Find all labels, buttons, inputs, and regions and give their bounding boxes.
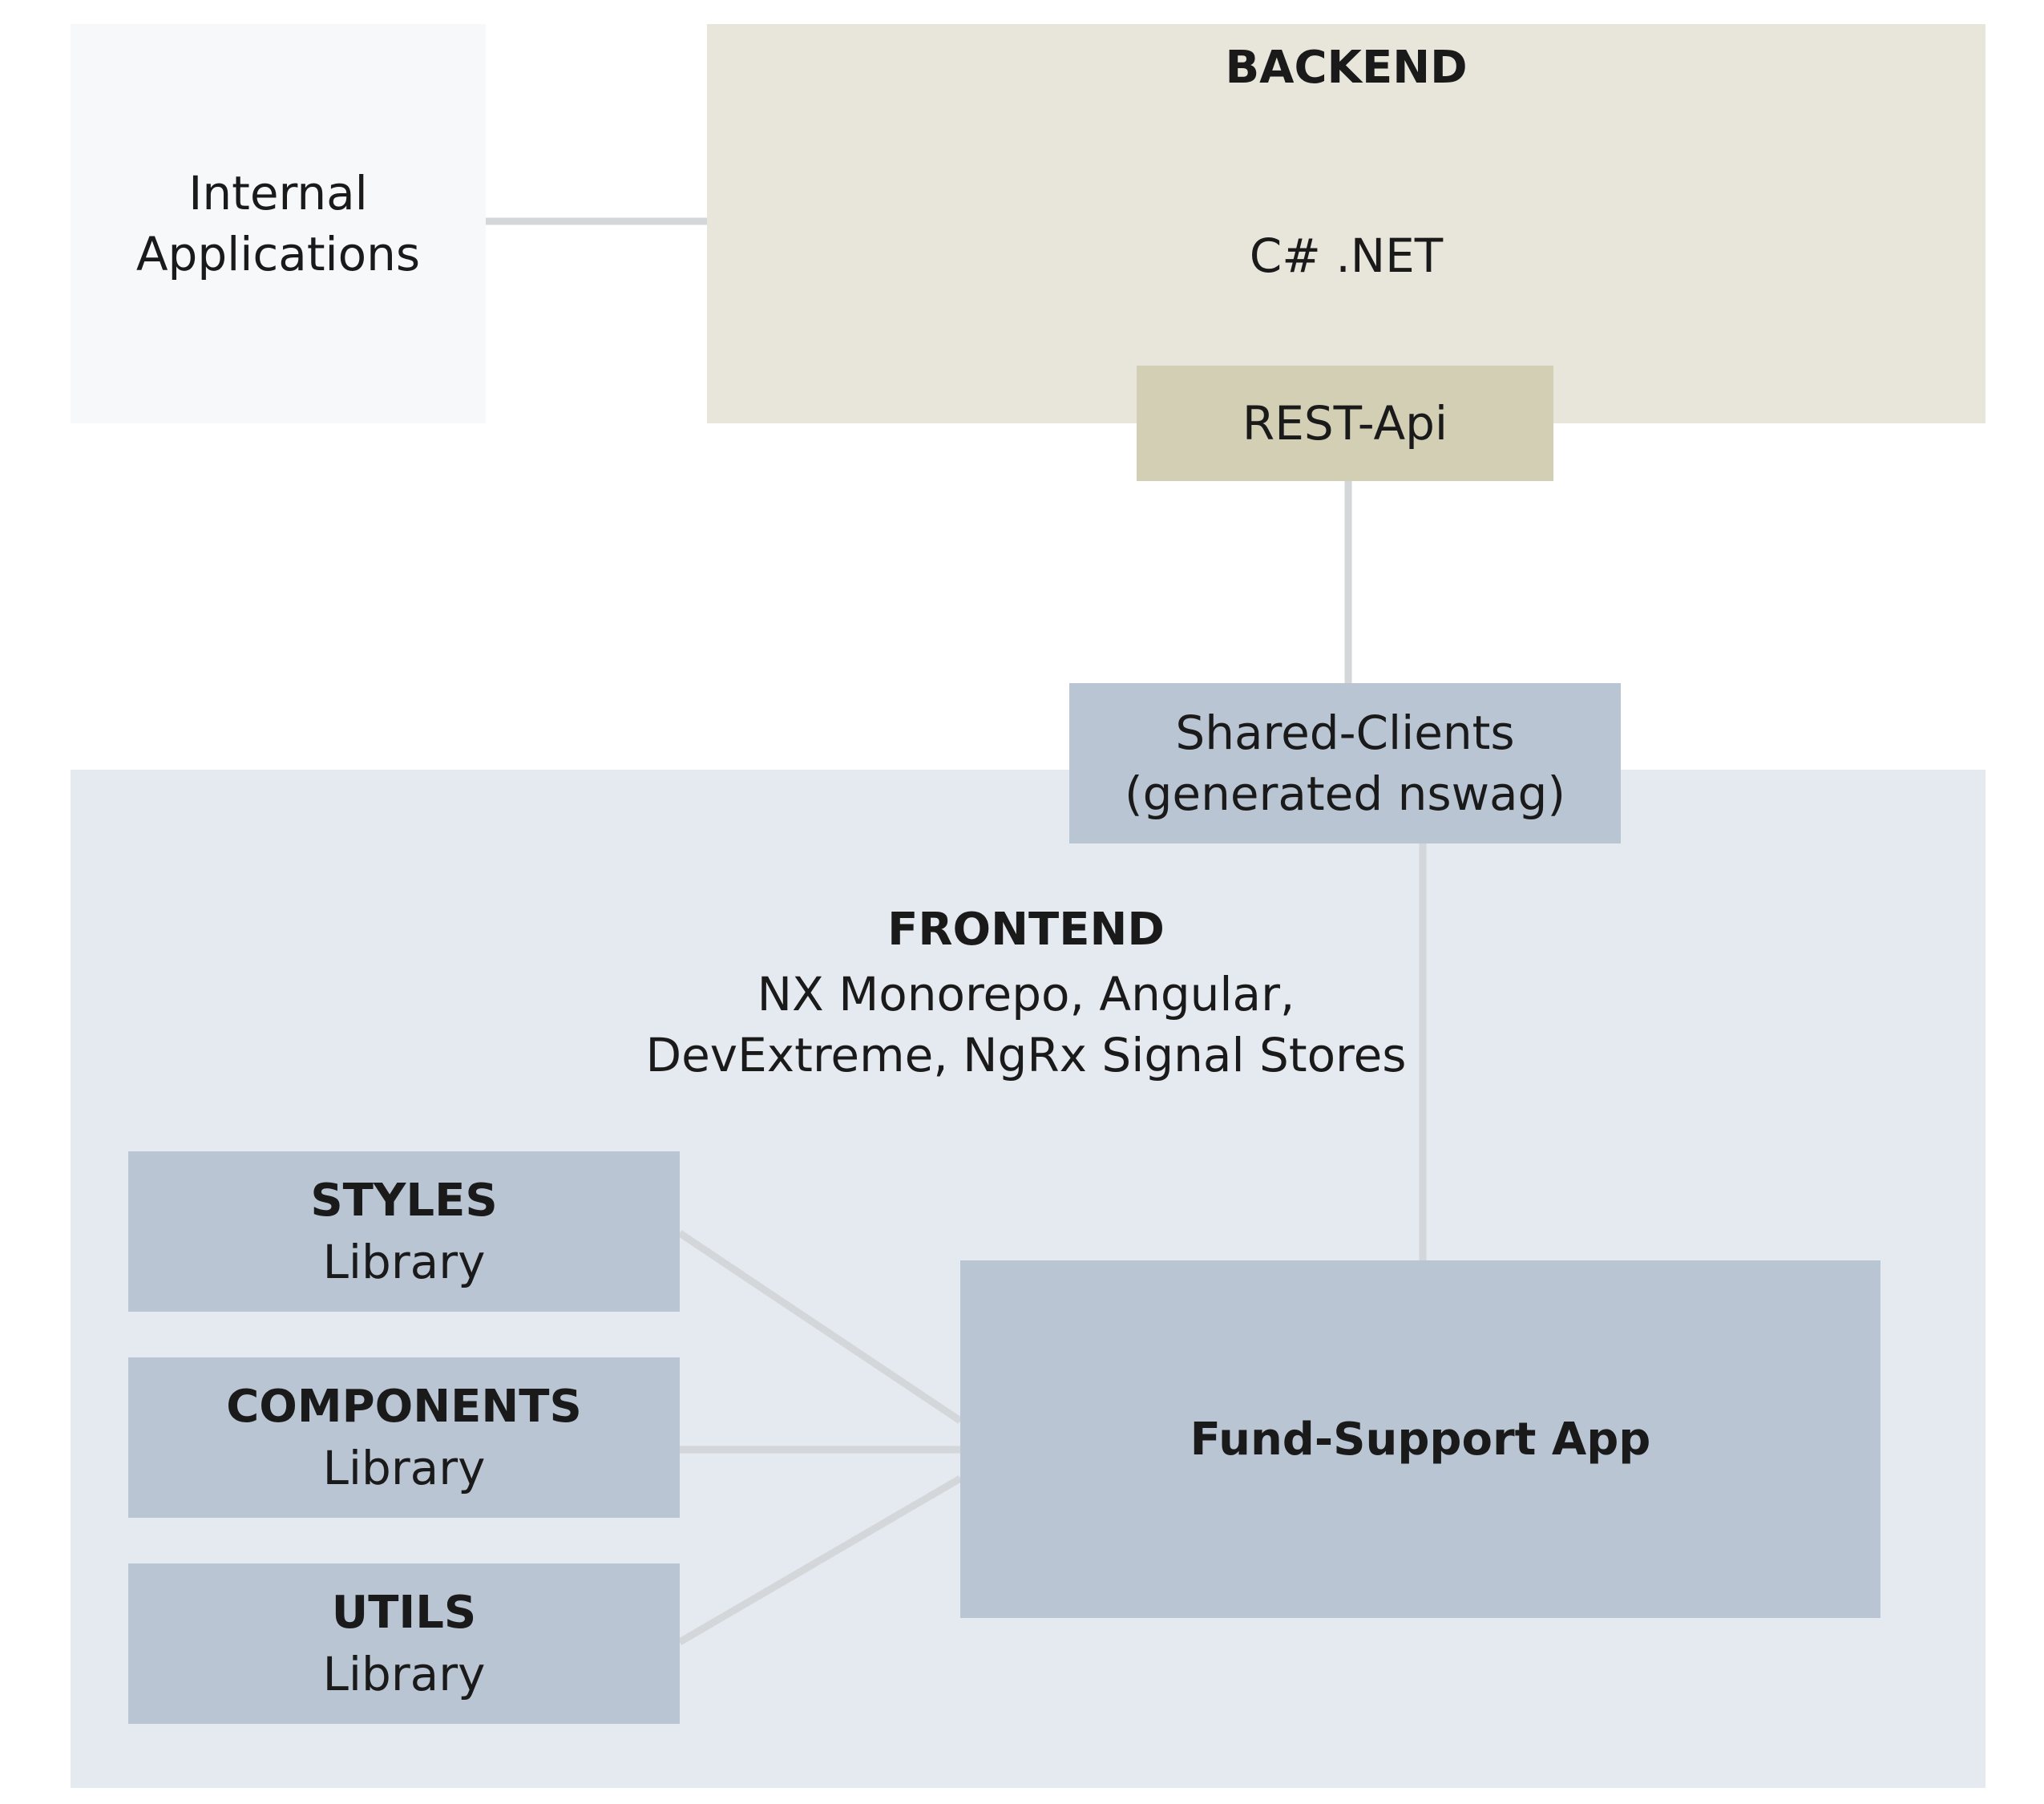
library-styles-name: STYLES (310, 1175, 498, 1227)
library-utils-type: Library (322, 1647, 486, 1701)
library-components-name: COMPONENTS (226, 1381, 582, 1433)
frontend-tech-line2: DevExtreme, NgRx Signal Stores (645, 1028, 1407, 1082)
library-utils-name: UTILS (331, 1587, 477, 1639)
frontend-title: FRONTEND (887, 904, 1165, 956)
backend-tech: C# .NET (1249, 229, 1444, 283)
library-components-type: Library (322, 1441, 486, 1495)
library-utils: UTILS Library (128, 1563, 680, 1724)
shared-clients-label-line2: (generated nswag) (1124, 766, 1566, 821)
library-components: COMPONENTS Library (128, 1357, 680, 1518)
internal-applications-box: Internal Applications (71, 24, 486, 423)
backend-title: BACKEND (1225, 42, 1468, 94)
internal-applications-label-line1: Internal (188, 166, 368, 220)
frontend-heading: FRONTEND NX Monorepo, Angular, DevExtrem… (625, 896, 1427, 1089)
shared-clients-box: Shared-Clients (generated nswag) (1069, 683, 1621, 843)
fund-support-app-box: Fund-Support App (960, 1260, 1880, 1618)
connector-utils-app (677, 1475, 963, 1645)
internal-applications-label-line2: Applications (135, 227, 421, 281)
rest-api-box: REST-Api (1137, 366, 1553, 481)
connector-styles-app (677, 1230, 963, 1424)
frontend-tech-line1: NX Monorepo, Angular, (757, 967, 1295, 1021)
library-styles: STYLES Library (128, 1151, 680, 1312)
shared-clients-label-line1: Shared-Clients (1175, 706, 1515, 760)
fund-support-app-label: Fund-Support App (1190, 1413, 1651, 1466)
library-styles-type: Library (322, 1235, 486, 1289)
rest-api-label: REST-Api (1242, 396, 1448, 451)
backend-region: BACKEND C# .NET (707, 24, 1985, 423)
